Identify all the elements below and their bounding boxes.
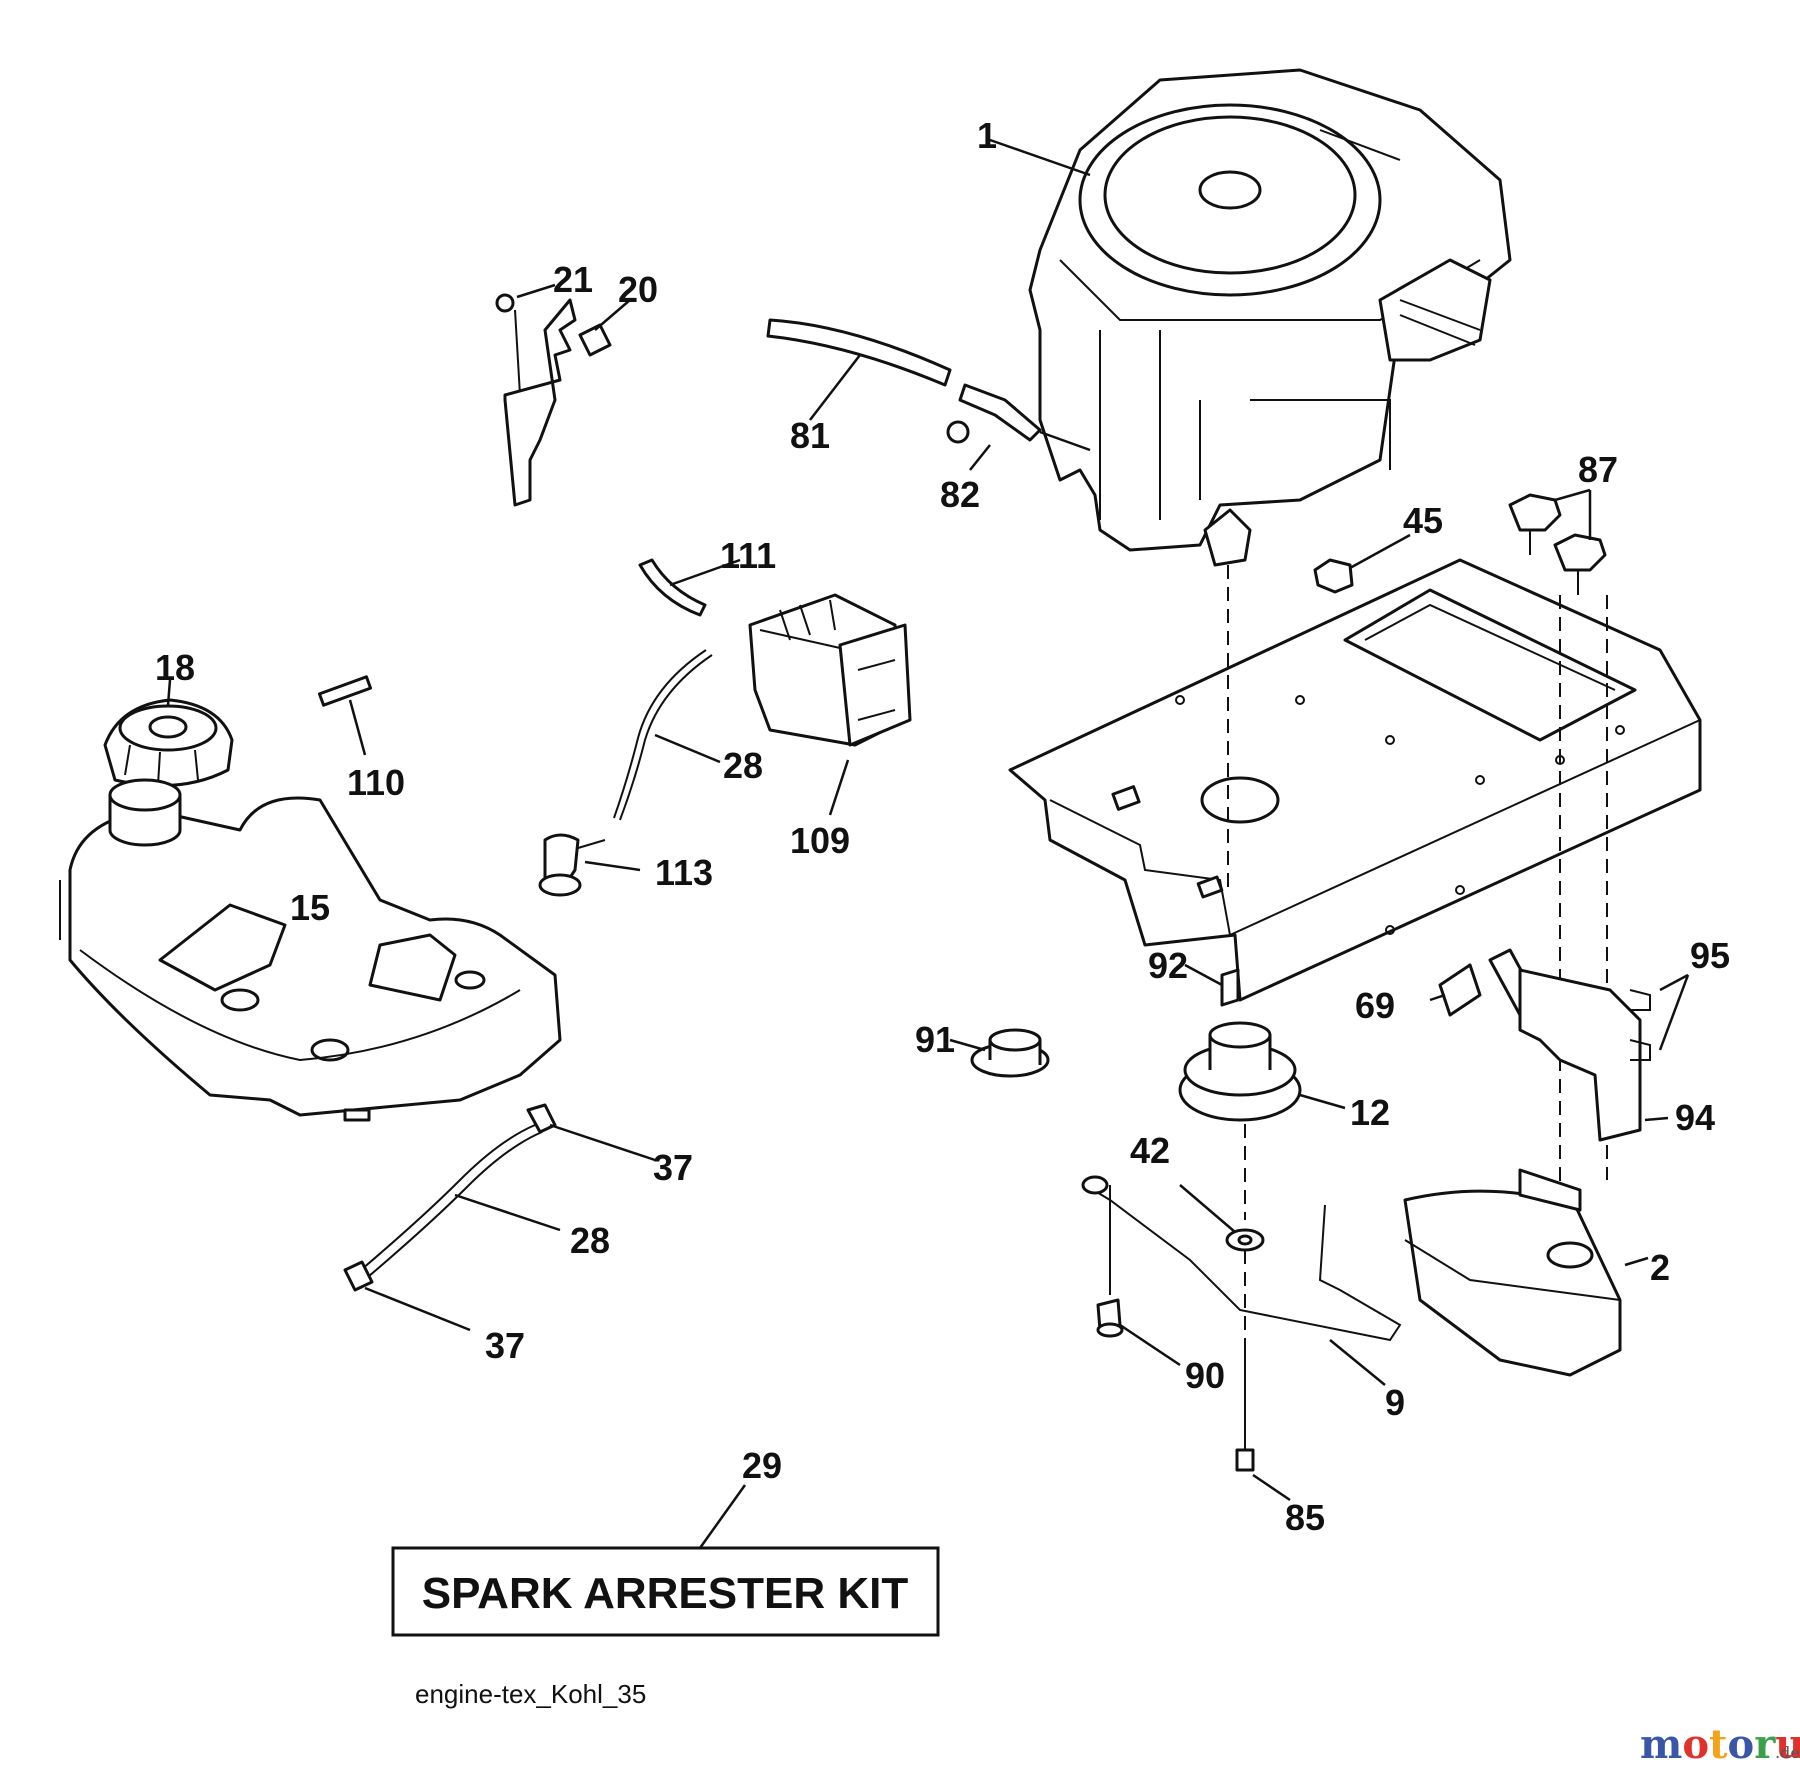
label-1: 1 [977, 115, 997, 156]
spark-arrester-kit-label: SPARK ARRESTER KIT [422, 1569, 909, 1618]
watermark-logo: motoruf .de [1640, 1721, 1800, 1768]
diagram-code: engine-tex_Kohl_35 [415, 1679, 646, 1709]
label-113: 113 [655, 852, 713, 893]
kit-leader-line [698, 1484, 747, 1549]
label-92: 92 [1148, 945, 1188, 986]
label-15: 15 [290, 887, 330, 928]
exhaust-part [1429, 948, 1690, 1142]
pulley-assembly-part [949, 963, 1346, 1122]
label-2: 2 [1650, 1247, 1670, 1288]
label-9: 9 [1385, 1382, 1405, 1423]
label-110: 110 [347, 762, 405, 803]
label-111: 111 [720, 535, 776, 576]
label-28-upper: 28 [723, 745, 763, 786]
fuel-line-part [766, 318, 1091, 471]
watermark-suffix: .de [1775, 1743, 1800, 1762]
fuel-tank-part [59, 778, 562, 1122]
vent-hose-part [538, 649, 721, 897]
engine-part [989, 68, 1512, 567]
label-45: 45 [1403, 500, 1443, 541]
hardware-rod-part [1081, 1175, 1402, 1502]
label-42: 42 [1130, 1130, 1170, 1171]
pin-part [317, 675, 373, 756]
canister-part [638, 558, 912, 816]
chassis-plate-part [1008, 558, 1702, 1002]
nuts-part [1313, 488, 1607, 595]
label-91: 91 [915, 1019, 955, 1060]
label-37-lower: 37 [485, 1325, 525, 1366]
label-94: 94 [1675, 1097, 1715, 1138]
label-81: 81 [790, 415, 830, 456]
label-85: 85 [1285, 1497, 1325, 1538]
label-18: 18 [155, 647, 195, 688]
throttle-bracket-part [495, 283, 631, 507]
label-20: 20 [618, 269, 658, 310]
label-69: 69 [1355, 985, 1395, 1026]
spark-arrester-kit-box: SPARK ARRESTER KIT [391, 1546, 940, 1637]
label-28-lower: 28 [570, 1220, 610, 1261]
watermark-brand: motoruf [1640, 1721, 1800, 1768]
fuel-cap-part [103, 679, 234, 788]
label-87: 87 [1578, 449, 1618, 490]
label-90: 90 [1185, 1355, 1225, 1396]
label-21: 21 [553, 259, 593, 300]
label-109: 109 [790, 820, 850, 861]
part-number-labels: 1 21 20 81 82 87 45 111 18 110 28 109 11… [155, 115, 1730, 1538]
label-95: 95 [1690, 935, 1730, 976]
label-82: 82 [940, 474, 980, 515]
muffler-part [1403, 1168, 1649, 1377]
label-12: 12 [1350, 1092, 1390, 1133]
label-37-upper: 37 [653, 1147, 693, 1188]
fuel-hose-lower-part [343, 1103, 656, 1332]
label-29: 29 [742, 1445, 782, 1486]
